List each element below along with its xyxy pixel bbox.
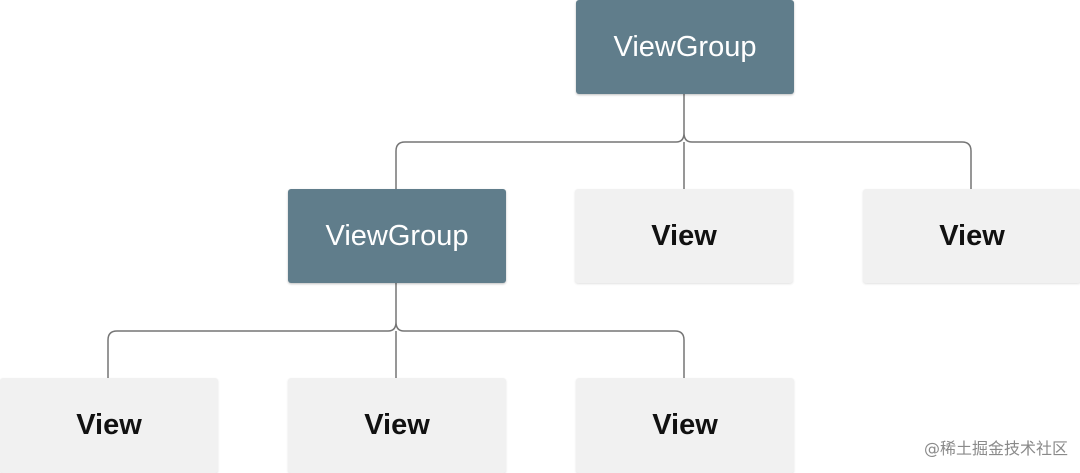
- node-label: ViewGroup: [325, 219, 469, 252]
- root-viewgroup-node: ViewGroup: [576, 0, 794, 94]
- node-label: View: [76, 409, 142, 441]
- node-label: View: [364, 409, 430, 441]
- connector-group-to-level2: [107, 283, 685, 378]
- node-label: View: [651, 219, 717, 252]
- watermark-text: @稀土掘金技术社区: [923, 439, 1068, 458]
- view-node: View: [575, 189, 793, 283]
- node-label: View: [652, 409, 718, 441]
- view-node: View: [863, 189, 1080, 283]
- view-node: View: [0, 378, 218, 473]
- connector-root-to-level1: [395, 94, 972, 189]
- child-viewgroup-node: ViewGroup: [288, 189, 506, 283]
- node-label: ViewGroup: [613, 30, 757, 63]
- node-label: View: [939, 219, 1005, 252]
- view-node: View: [576, 378, 794, 473]
- view-node: View: [288, 378, 506, 473]
